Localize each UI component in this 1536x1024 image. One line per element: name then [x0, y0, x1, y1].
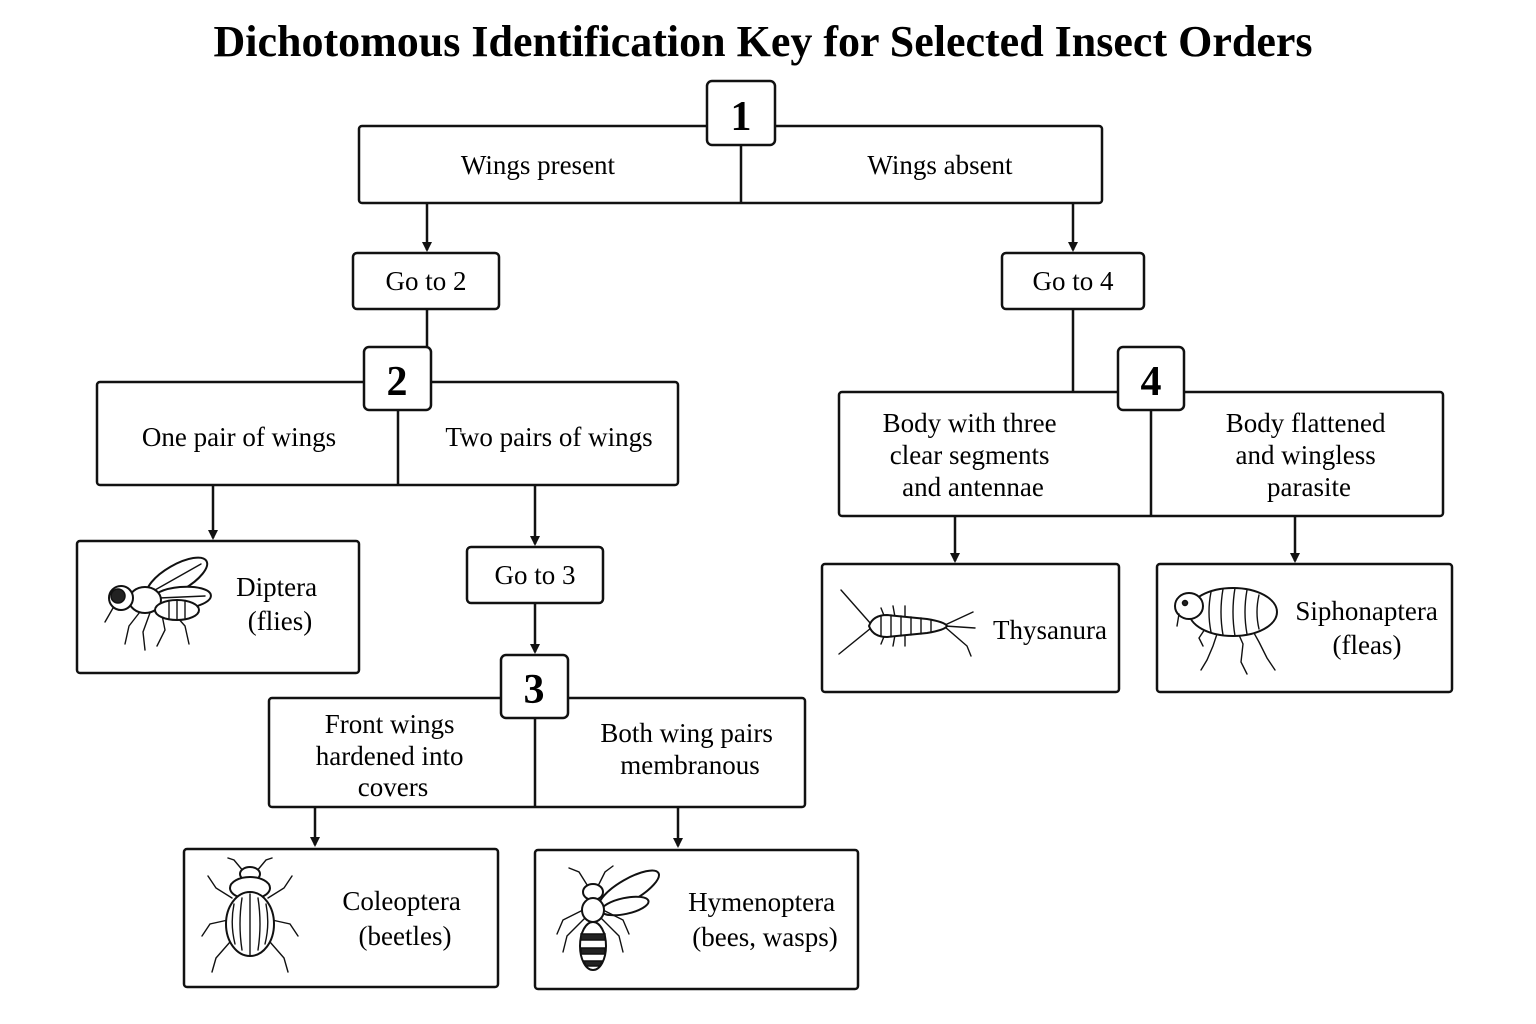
couplet-2-number: 2 [387, 359, 408, 405]
couplet-1-number: 1 [731, 94, 752, 140]
goto-3-label: Go to 3 [495, 560, 576, 590]
couplet-1-number-badge [705, 79, 777, 147]
common-name: (flies) [248, 606, 312, 636]
couplet-3-option-b: Both wing pairs membranous [600, 718, 779, 780]
wasp-icon [556, 865, 660, 971]
beetle-icon [201, 857, 299, 973]
order-name: Hymenoptera [688, 887, 835, 917]
goto-2-label: Go to 2 [386, 266, 467, 296]
result-thysanura: Thysanura [820, 562, 1121, 694]
fly-icon [104, 556, 212, 651]
result-diptera-box [75, 539, 361, 675]
couplet-3-option-a: Front wings hardened into covers [316, 709, 470, 802]
couplet-2-option-b: Two pairs of wings [445, 422, 652, 452]
couplet-1: Wings present Wings absent 1 [357, 79, 1104, 205]
couplet-4-number-badge [1116, 345, 1186, 412]
result-hymenoptera-label: Hymenoptera (bees, wasps) [688, 887, 842, 952]
couplet-4-option-b: Body flattened and wingless parasite [1226, 408, 1392, 502]
couplet-4-option-a: Body with three clear segments and anten… [883, 408, 1064, 502]
result-diptera: Diptera (flies) [75, 539, 361, 675]
diagram-title: Dichotomous Identification Key for Selec… [213, 17, 1312, 66]
couplet-2-number-badge [362, 345, 433, 412]
result-coleoptera-label: Coleoptera (beetles) [342, 886, 467, 951]
couplet-4: Body with three clear segments and anten… [837, 345, 1445, 518]
order-name: Diptera [236, 572, 317, 602]
couplet-2-option-a: One pair of wings [142, 422, 336, 452]
couplet-2: One pair of wings Two pairs of wings 2 [95, 345, 680, 487]
couplet-3: Front wings hardened into covers Both wi… [267, 653, 807, 809]
order-name: Siphonaptera [1295, 596, 1437, 626]
result-diptera-label: Diptera (flies) [236, 572, 324, 636]
result-siphonaptera: Siphonaptera (fleas) [1155, 562, 1454, 694]
order-name: Coleoptera [342, 886, 460, 916]
goto-4-label: Go to 4 [1033, 266, 1115, 296]
result-thysanura-label: Thysanura [993, 615, 1107, 645]
common-name: (fleas) [1333, 630, 1402, 660]
common-name: (beetles) [359, 921, 452, 951]
couplet-3-number: 3 [524, 667, 545, 713]
couplet-3-number-badge [499, 653, 570, 720]
result-siphonaptera-label: Siphonaptera (fleas) [1295, 596, 1444, 660]
couplet-1-option-b: Wings absent [867, 150, 1013, 180]
flea-icon [1174, 587, 1278, 675]
result-coleoptera: Coleoptera (beetles) [182, 847, 500, 989]
silverfish-icon [838, 589, 976, 657]
couplet-4-number: 4 [1141, 359, 1162, 405]
couplet-1-option-a: Wings present [461, 150, 616, 180]
result-hymenoptera: Hymenoptera (bees, wasps) [533, 848, 860, 991]
common-name: (bees, wasps) [692, 922, 837, 952]
